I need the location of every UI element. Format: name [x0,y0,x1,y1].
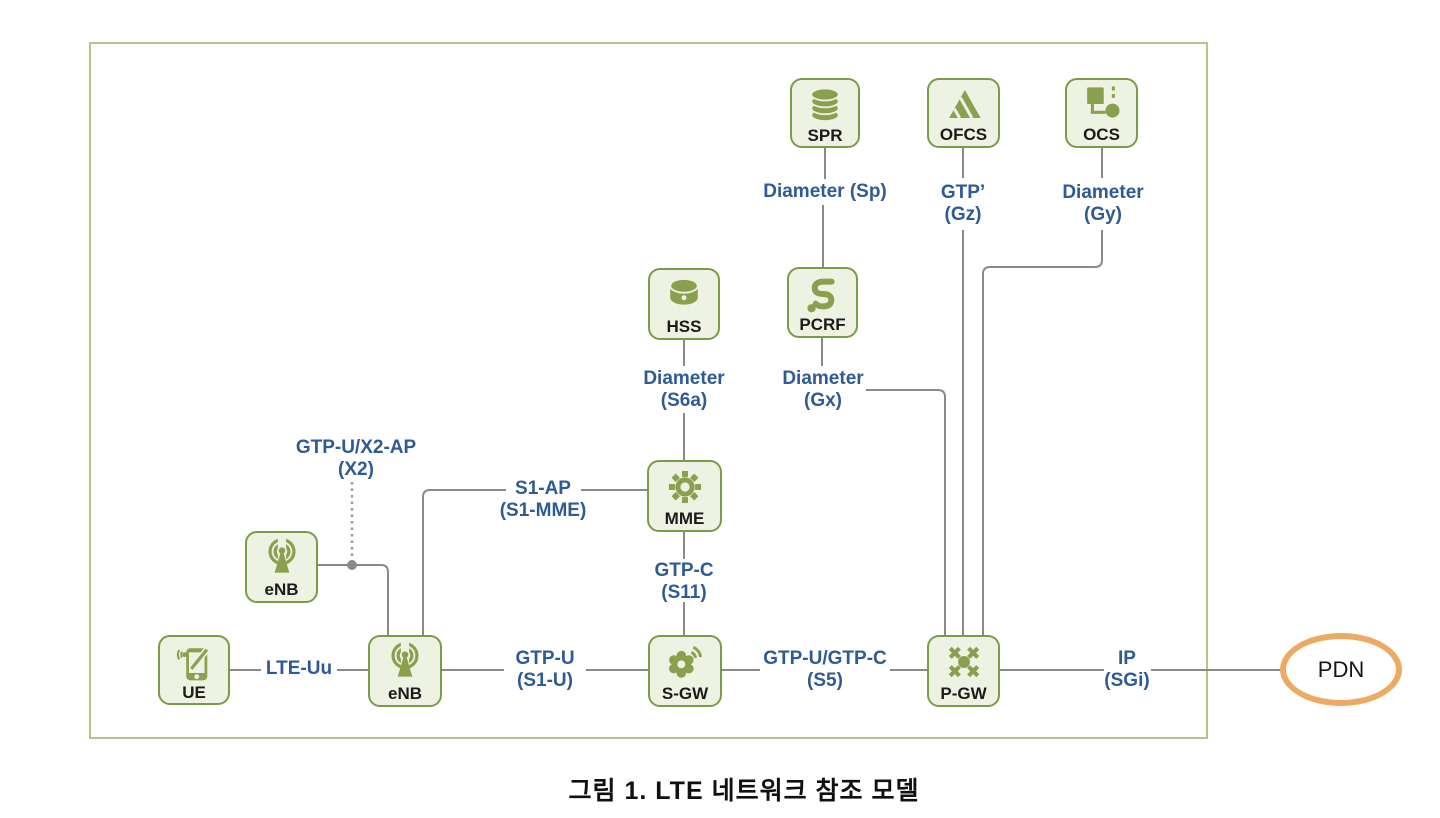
node-ocs: OCS [1065,78,1138,148]
node-label: SPR [807,126,843,145]
node-label: PCRF [799,315,846,334]
link-label-s6a: Diameter (S6a) [643,368,725,411]
gear-wave-icon [663,640,707,684]
diagram-border [89,42,1208,739]
link-label-s1u: GTP-U (S1-U) [515,648,575,691]
node-label: UE [182,683,206,702]
link-label-x2: GTP-U/X2-AP (X2) [295,437,417,480]
node-label: HSS [666,317,702,336]
figure-caption: 그림 1. LTE 네트워크 참조 모델 [568,777,920,805]
link-label-s11: GTP-C (S11) [654,560,714,603]
node-spr: SPR [790,78,860,148]
node-pgw: P-GW [927,635,1000,707]
policy-s-icon [801,272,845,316]
antenna-icon [260,536,304,580]
link-label-gy: Diameter (Gy) [1062,182,1144,225]
node-label: eNB [264,580,299,599]
router-icon [942,640,986,684]
link-label-s1mme: S1-AP (S1-MME) [499,478,587,521]
link-label-s5: GTP-U/GTP-C (S5) [763,648,887,691]
phone-icon [172,640,216,684]
antenna-icon [383,640,427,684]
node-sgw: S-GW [648,635,722,707]
node-pdn: PDN [1280,633,1402,706]
node-label: S-GW [661,684,709,703]
database-stack-icon [803,83,847,127]
node-label: P-GW [940,684,987,703]
link-label-sgi: IP (SGi) [1104,648,1150,691]
node-label: eNB [387,684,422,703]
link-label-lteuu: LTE-Uu [265,658,333,679]
link-label-gz: GTP’ (Gz) [940,182,986,225]
node-enb: eNB [368,635,442,707]
node-mme: MME [647,460,722,532]
link-label-gx: Diameter (Gx) [782,368,864,411]
node-label: PDN [1317,656,1365,682]
node-ofcs: OFCS [927,78,1000,148]
database-icon [662,273,706,317]
square-circle-icon [1081,83,1123,125]
link-label-sp: Diameter (Sp) [763,181,887,202]
node-hss: HSS [648,268,720,340]
node-pcrf: PCRF [787,267,858,338]
x2-junction-dot [347,560,357,570]
node-label: OFCS [939,125,988,144]
node-enb-top: eNB [245,531,318,603]
node-label: MME [664,509,705,528]
node-ue: UE [158,635,230,705]
gear-icon [663,465,707,509]
node-label: OCS [1083,125,1120,144]
mountain-icon [943,83,985,125]
